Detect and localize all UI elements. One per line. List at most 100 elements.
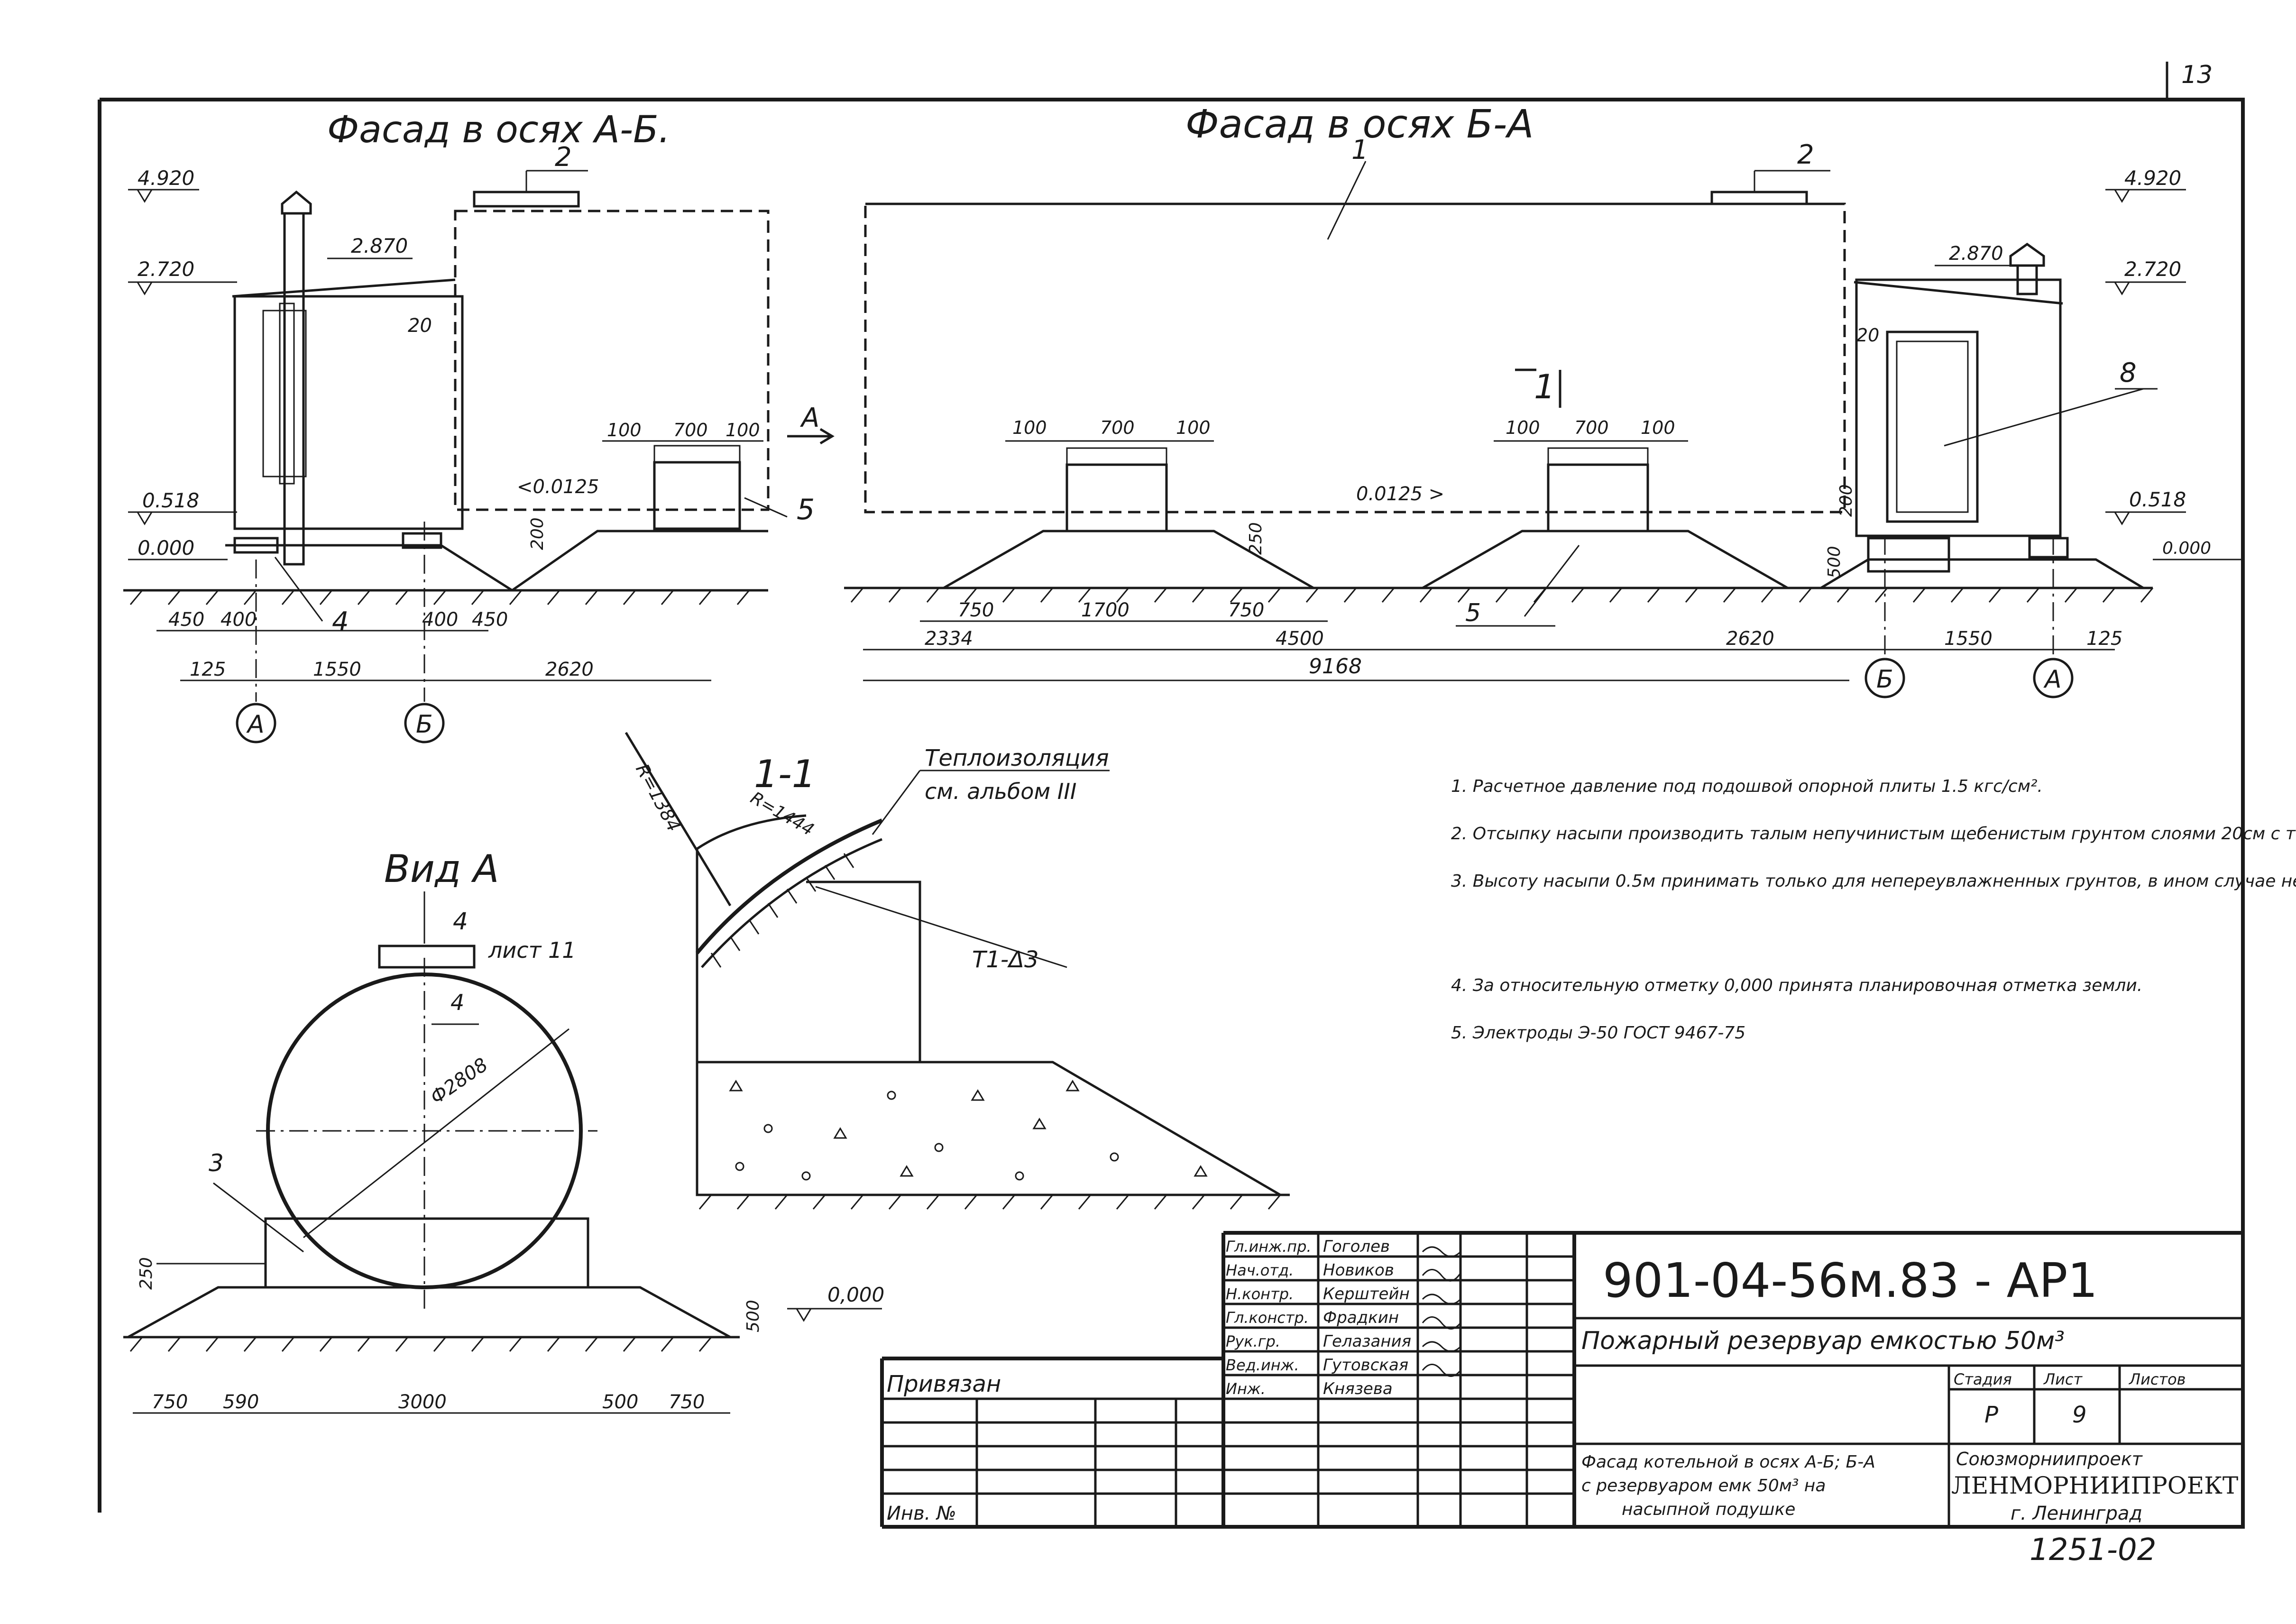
archive-no: 1251-02: [2030, 1532, 2156, 1568]
dim-total-ba: 9168: [1309, 654, 1362, 679]
callout-2-ba: 2: [1797, 139, 1814, 170]
dim-750a-ba: 750: [958, 599, 994, 621]
facade-ab-levels: 4.920 2.720 2.870 0.518 0.000: [128, 166, 413, 560]
stage-value: Р: [1984, 1402, 1998, 1428]
insulation-label: Теплоизоляция: [925, 745, 1109, 771]
signature-scribbles: [1422, 1246, 1461, 1377]
dim-200-ba: 200: [1837, 484, 1856, 517]
dim-125-ba: 125: [2086, 628, 2122, 650]
hatch2-dim-100a: 100: [1506, 417, 1540, 438]
insulation-ref: см. альбом III: [925, 779, 1076, 804]
role-3: Н.контр.: [1226, 1285, 1294, 1303]
dim-1550-ab: 1550: [313, 659, 361, 680]
dim-2620-ab: 2620: [545, 659, 594, 680]
facade-ba-view: Фасад в осях Б-А 1 2 1 А 100 700 100 250…: [787, 102, 2243, 698]
level-0000-viewa: 0,000: [827, 1283, 884, 1306]
sheet-desc-3: насыпной подушке: [1622, 1500, 1795, 1519]
role-4: Гл.констр.: [1226, 1309, 1309, 1327]
hatch-dim-100b: 100: [726, 420, 760, 440]
note-4: 4. За относительную отметку 0,000 принят…: [1451, 976, 2142, 995]
slope-ba: 0.0125 >: [1356, 483, 1444, 505]
doc-code: 901-04-56м.83 - АР1: [1603, 1253, 2098, 1308]
direction-a-ba: А: [800, 403, 819, 433]
facade-ba-levels: 4.920 2.870 2.720 0.518 0.000: [1935, 166, 2243, 560]
hatch-dim-100a: 100: [607, 420, 642, 440]
general-notes: 1. Расчетное давление под подошвой опорн…: [1451, 777, 2296, 1043]
level-0000-ba: 0.000: [2162, 539, 2211, 558]
dim-250-viewa: 250: [137, 1257, 156, 1290]
note-3: 3. Высоту насыпи 0.5м принимать только д…: [1451, 872, 2296, 891]
dim-500-ba: 500: [1825, 546, 1844, 578]
name-1: Гоголев: [1323, 1237, 1390, 1256]
dim-450b: 450: [472, 609, 508, 631]
section-mark-1-ba: 1: [1534, 367, 1555, 406]
axis-b-ab: Б: [416, 710, 433, 739]
name-3: Керштейн: [1323, 1285, 1410, 1303]
axis-a-ba: А: [2043, 665, 2062, 694]
weld-t1: Т1-Δ3: [972, 946, 1039, 973]
dim-200-ab: 200: [528, 517, 547, 550]
callout-5-ab: 5: [797, 493, 815, 526]
section-11-title: 1-1: [754, 752, 816, 796]
dim-4500-ba: 4500: [1276, 628, 1324, 650]
role-5: Рук.гр.: [1226, 1332, 1280, 1350]
dim-2620-ba: 2620: [1726, 628, 1774, 650]
name-6: Гутовская: [1323, 1356, 1408, 1375]
title-block: Привязан Инв. № Гл.инж.пр. Гоголев Нач.о…: [880, 1231, 2243, 1568]
sheet-value: 9: [2072, 1402, 2087, 1428]
name-4: Фрадкин: [1323, 1308, 1399, 1327]
dim-500-viewa-bottom: 500: [602, 1391, 638, 1413]
hatch1-dim-100b: 100: [1176, 417, 1211, 438]
level-0518-ba: 0.518: [2129, 488, 2186, 511]
hatch2-dim-100b: 100: [1641, 417, 1675, 438]
stage-header: Стадия: [1954, 1370, 2012, 1388]
level-2720-ba: 2.720: [2124, 257, 2181, 281]
dim-400a: 400: [220, 609, 257, 631]
attached-label: Привязан: [887, 1371, 1001, 1397]
axis-a-ab: А: [246, 710, 265, 739]
view-a-weld-4: 4: [450, 990, 464, 1015]
callout-2-ab: 2: [555, 142, 572, 173]
dim-2334-ba: 2334: [925, 628, 973, 650]
dim-20-ba: 20: [1856, 325, 1879, 346]
level-2720-ab: 2.720: [138, 257, 194, 281]
city: г. Ленинград: [2011, 1503, 2142, 1524]
facade-ab-title: Фасад в осях А-Б.: [327, 109, 670, 151]
dim-400b: 400: [422, 609, 458, 631]
dim-1700-ba: 1700: [1081, 599, 1130, 621]
callout-1-ba: 1: [1351, 135, 1368, 165]
hatch1-dim-100a: 100: [1012, 417, 1047, 438]
view-a-sheet-ref: лист 11: [488, 937, 576, 963]
view-a-callout-3: 3: [209, 1149, 224, 1177]
sheet-header: Лист: [2043, 1370, 2083, 1388]
callout-5-ba: 5: [1465, 599, 1481, 627]
dim-250-ba: 250: [1246, 522, 1266, 555]
slope-ab: <0.0125: [517, 476, 599, 498]
level-0000-ab: 0.000: [138, 536, 194, 560]
role-7: Инж.: [1226, 1380, 1266, 1398]
dim-750b-viewa: 750: [669, 1391, 705, 1413]
dim-590-viewa: 590: [223, 1391, 259, 1413]
hatch2-dim-700: 700: [1574, 417, 1609, 438]
dim-500-viewa: 500: [744, 1300, 763, 1332]
sheets-header: Листов: [2129, 1370, 2186, 1388]
dim-750a-viewa: 750: [152, 1391, 188, 1413]
level-2870-ba: 2.870: [1949, 243, 2003, 265]
dim-20-ab: 20: [408, 315, 432, 337]
level-2870-ab: 2.870: [351, 234, 408, 257]
level-4920-ab: 4.920: [138, 166, 194, 190]
level-0518-ab: 0.518: [142, 489, 199, 512]
role-6: Вед.инж.: [1226, 1356, 1299, 1374]
facade-ab-view: Фасад в осях А-Б. 4.920 2.720 2.870 0.51…: [123, 109, 815, 743]
view-a-title: Вид А: [384, 847, 499, 891]
note-2: 2. Отсыпку насыпи производить талым непу…: [1451, 824, 2296, 844]
level-4920-ba: 4.920: [2124, 166, 2181, 190]
view-a-callout-4: 4: [453, 908, 468, 935]
hatch1-dim-700: 700: [1100, 417, 1135, 438]
name-2: Новиков: [1323, 1261, 1394, 1280]
gravel-fill: [729, 1080, 1208, 1181]
dim-450a: 450: [168, 609, 204, 631]
dim-125-ab: 125: [190, 659, 226, 680]
sheet-number: 13: [2181, 61, 2213, 89]
